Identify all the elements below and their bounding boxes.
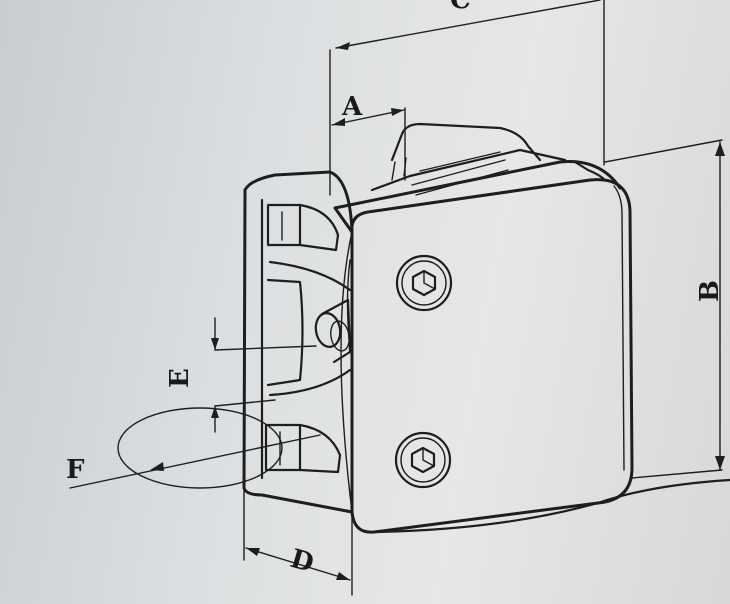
screw-bottom <box>394 431 452 489</box>
dimension-d <box>243 489 353 596</box>
dimension-e <box>211 317 317 433</box>
clamp-side-section <box>242 170 354 514</box>
top-rail <box>370 122 567 196</box>
label-d: D <box>287 544 317 579</box>
screw-top <box>395 254 453 312</box>
label-e: E <box>165 368 195 388</box>
label-a: A <box>341 92 363 122</box>
through-hole <box>314 298 352 364</box>
label-b: B <box>695 280 725 302</box>
label-c: C <box>450 0 471 15</box>
dimension-c <box>329 0 605 196</box>
dimension-f <box>69 407 321 489</box>
clamp-body <box>333 160 730 534</box>
dimension-a <box>331 107 406 181</box>
dimension-b <box>604 139 725 479</box>
label-f: F <box>66 455 85 485</box>
